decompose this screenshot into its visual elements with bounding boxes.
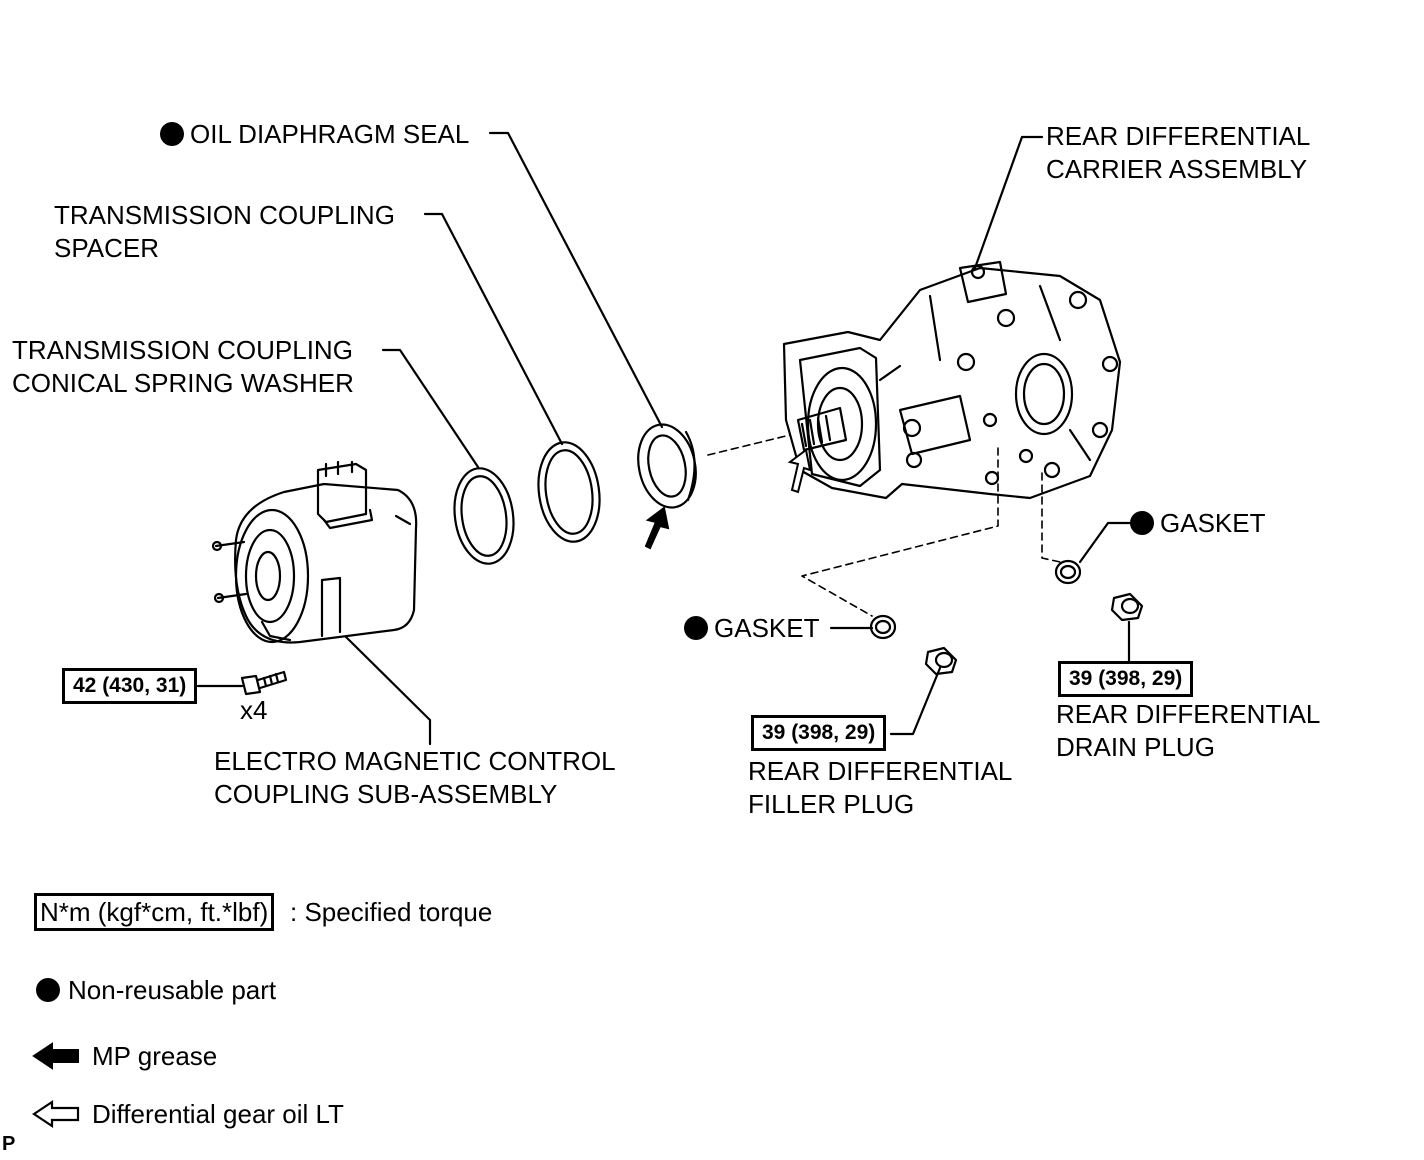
legend-gear-oil: Differential gear oil LT [92, 1099, 344, 1129]
plug-drawings [924, 592, 1144, 676]
coupling-spacer [537, 441, 601, 543]
label-gasket-drain: GASKET [1130, 507, 1265, 540]
mp-grease-arrow-on-seal [644, 506, 670, 550]
torque-box-bolt: 42 (430, 31) [62, 668, 198, 704]
gear-oil-arrow-on-carrier [787, 448, 812, 494]
label-oil-diaphragm-seal: OIL DIAPHRAGM SEAL [160, 118, 469, 151]
legend-torque-box: N*m (kgf*cm, ft.*lbf) [34, 893, 275, 931]
non-reusable-dot-icon [36, 978, 60, 1002]
legend-solid-arrow-icon [32, 1042, 79, 1070]
non-reusable-dot-icon [1130, 511, 1154, 535]
label-carrier-assembly: REAR DIFFERENTIAL CARRIER ASSEMBLY [1046, 121, 1311, 184]
legend-mp-grease: MP grease [92, 1041, 218, 1071]
legend-hollow-arrow-icon [32, 1099, 80, 1129]
label-gasket-filler: GASKET [684, 612, 819, 645]
non-reusable-dot-icon [160, 122, 184, 146]
label-electromagnetic-coupling: ELECTRO MAGNETIC CONTROL COUPLING SUB-AS… [214, 746, 616, 809]
coupling-bolt-drawing [240, 670, 288, 696]
legend-torque-text: : Specified torque [290, 897, 493, 927]
torque-box-filler-plug: 39 (398, 29) [751, 715, 887, 751]
label-conical-spring-washer: TRANSMISSION COUPLING CONICAL SPRING WAS… [12, 335, 354, 398]
non-reusable-dot-icon [684, 616, 708, 640]
torque-box-drain-plug: 39 (398, 29) [1058, 661, 1194, 697]
oil-diaphragm-seal [637, 423, 697, 509]
label-drain-plug: REAR DIFFERENTIAL DRAIN PLUG [1056, 699, 1321, 762]
label-coupling-spacer: TRANSMISSION COUPLING SPACER [54, 200, 395, 263]
gasket-drawings [869, 559, 1082, 640]
leader-lines [196, 131, 1132, 746]
conical-spring-washer [453, 467, 515, 565]
carrier-assembly-drawing [782, 260, 1122, 500]
corner-mark: P [2, 1133, 16, 1155]
legend-non-reusable: Non-reusable part [36, 974, 276, 1006]
dashed-alignment-lines [707, 434, 1061, 617]
label-bolt-count: x4 [240, 695, 268, 725]
label-filler-plug: REAR DIFFERENTIAL FILLER PLUG [748, 756, 1013, 819]
electromagnetic-coupling-drawing [211, 460, 418, 644]
